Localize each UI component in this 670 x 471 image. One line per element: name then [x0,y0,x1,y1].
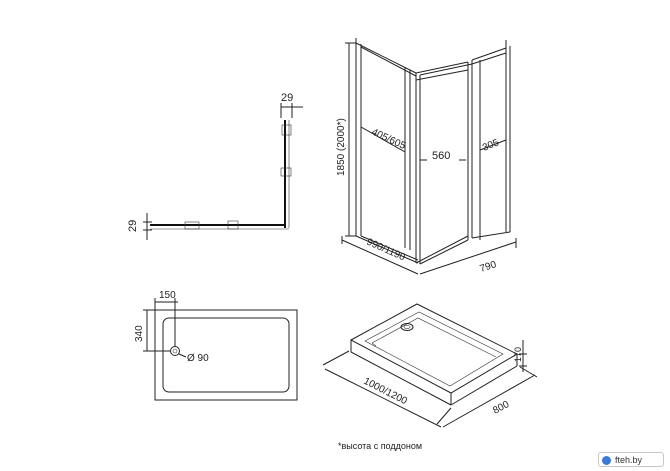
enclosure-front-panel: 405/605 [370,127,408,152]
logo-icon [602,456,611,465]
footnote-height-note: *высота с поддоном [338,441,423,451]
enclosure-height: 1850 (2000*) [336,118,347,176]
watermark: fteh.by [598,452,664,467]
drain-circle [170,346,180,356]
tray-height: 170 [513,347,523,362]
tray-plan-view: 150 340 Ø 90 [134,290,298,401]
enclosure-view: 1850 (2000*) 990/1190 790 560 405/605 30… [336,38,517,275]
watermark-text: fteh.by [615,455,643,465]
profile-dim-top: 29 [281,92,293,104]
tray-drain-diameter: Ø 90 [187,353,209,364]
profile-dim-left: 29 [127,220,139,232]
enclosure-door-opening: 560 [432,150,450,162]
enclosure-side-panel: 305 [481,137,501,154]
tray-width: 800 [491,399,511,417]
tray-drain-offset-y: 340 [134,325,145,342]
tray-drain-offset-x: 150 [159,290,176,301]
tray-length: 1000/1200 [362,376,410,407]
profile-view: 29 29 [127,92,303,240]
tray-iso-view: 170 1000/1200 800 [322,303,538,428]
enclosure-side-width: 790 [479,259,499,275]
